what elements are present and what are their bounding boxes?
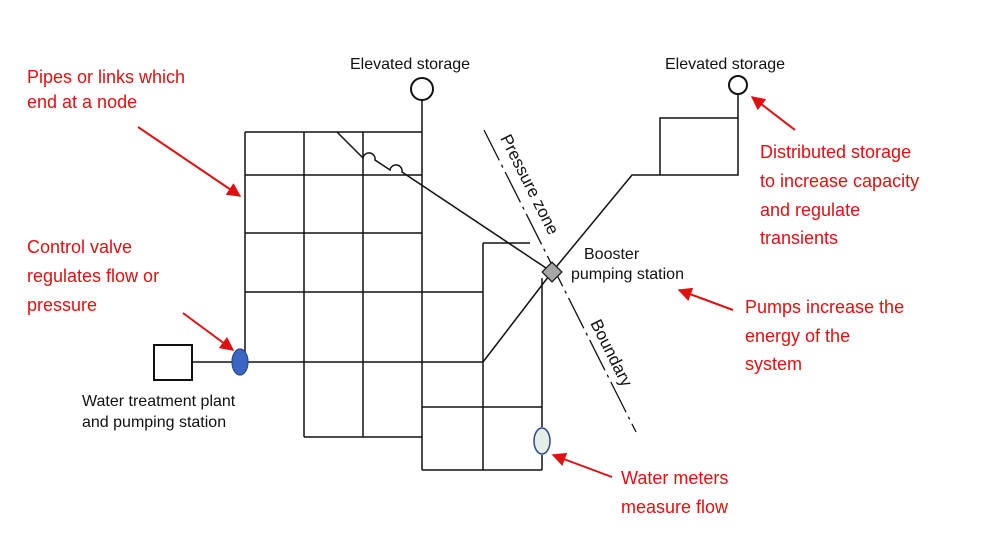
pipe-grid-left xyxy=(244,92,483,470)
arrow-to-valve xyxy=(182,312,235,351)
pressure-zone-boundary-line xyxy=(483,129,637,433)
annotation-pumps: Pumps increase the energy of the system xyxy=(745,297,904,374)
annotation-pumps-line2: energy of the xyxy=(745,326,850,346)
annotation-pumps-line1: Pumps increase the xyxy=(745,297,904,317)
annotation-pipes-line1: Pipes or links which xyxy=(27,67,185,87)
annotation-pipes-line2: end at a node xyxy=(27,92,137,112)
elevated-storage-left-label: Elevated storage xyxy=(350,56,470,73)
pipe-grid-lower xyxy=(192,242,543,471)
annotation-valve-line2: regulates flow or xyxy=(27,266,159,286)
arrow-to-meter xyxy=(551,452,613,478)
arrow-to-pipes xyxy=(137,126,242,197)
annotation-meters: Water meters measure flow xyxy=(621,468,729,517)
water-treatment-plant-icon xyxy=(153,344,193,381)
booster-pump-icon xyxy=(541,261,563,283)
annotation-meters-line1: Water meters xyxy=(621,468,728,488)
annotation-valve: Control valve regulates flow or pressure xyxy=(27,237,159,315)
elevated-storage-left-icon xyxy=(410,77,434,101)
elevated-storage-right-icon xyxy=(728,75,748,95)
arrow-to-storage xyxy=(750,96,796,131)
booster-label-line1: Booster xyxy=(584,246,640,263)
water-meter-icon xyxy=(533,427,551,455)
annotation-pipes: Pipes or links which end at a node xyxy=(27,67,185,112)
annotation-meters-line2: measure flow xyxy=(621,497,729,517)
annotation-storage: Distributed storage to increase capacity… xyxy=(760,142,919,248)
arrow-to-booster xyxy=(677,287,734,311)
annotation-storage-line4: transients xyxy=(760,228,838,248)
pipe-to-right-storage xyxy=(551,95,739,273)
annotation-valve-line3: pressure xyxy=(27,295,97,315)
annotation-pumps-line3: system xyxy=(745,354,802,374)
control-valve-icon xyxy=(231,348,249,376)
annotation-storage-line1: Distributed storage xyxy=(760,142,911,162)
boundary-label: Boundary xyxy=(586,316,636,390)
booster-label-line2: pumping station xyxy=(571,266,684,283)
elevated-storage-right-label: Elevated storage xyxy=(665,56,785,73)
plant-label-line1: Water treatment plant xyxy=(82,393,236,410)
plant-label-line2: and pumping station xyxy=(82,414,226,431)
annotation-valve-line1: Control valve xyxy=(27,237,132,257)
diagonal-pipes xyxy=(336,131,553,363)
annotation-storage-line2: to increase capacity xyxy=(760,171,919,191)
annotation-storage-line3: and regulate xyxy=(760,200,860,220)
